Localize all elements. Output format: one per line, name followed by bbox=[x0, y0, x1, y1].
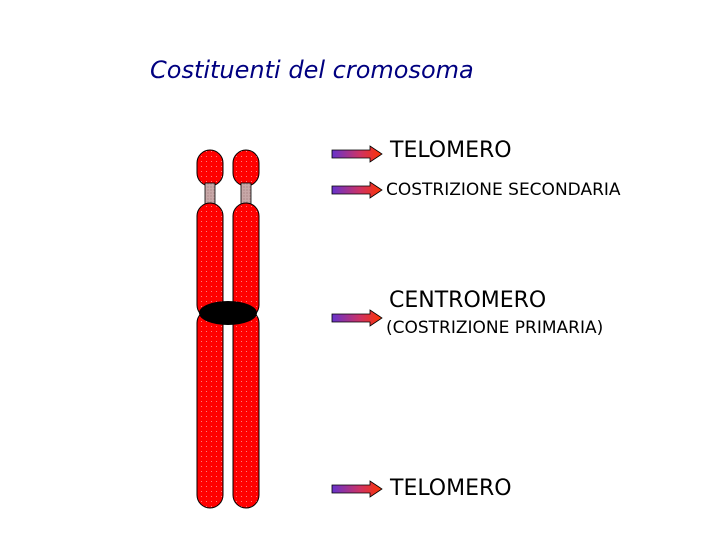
satellite-left bbox=[196, 149, 224, 187]
centromere-shape bbox=[199, 301, 257, 325]
secondary-constriction-left bbox=[204, 182, 216, 206]
secondary-constriction-right bbox=[240, 182, 252, 206]
short-arm-right bbox=[232, 202, 260, 319]
arrow-right-icon bbox=[331, 145, 383, 163]
satellite-right bbox=[232, 149, 260, 187]
long-arm-right bbox=[232, 309, 260, 509]
arrow-right-icon bbox=[331, 309, 383, 327]
label-primary-constriction: (COSTRIZIONE PRIMARIA) bbox=[386, 318, 604, 338]
chromatid-right bbox=[232, 149, 260, 509]
label-centromere: CENTROMERO bbox=[389, 288, 547, 313]
arrow-right-icon bbox=[331, 181, 383, 199]
label-telomere-top: TELOMERO bbox=[390, 138, 512, 163]
arrow-right-icon bbox=[331, 480, 383, 498]
page-title: Costituenti del cromosoma bbox=[150, 56, 474, 84]
label-secondary-constriction: COSTRIZIONE SECONDARIA bbox=[386, 180, 621, 200]
label-telomere-bottom: TELOMERO bbox=[390, 476, 512, 501]
chromatid-left bbox=[196, 149, 224, 509]
long-arm-left bbox=[196, 309, 224, 509]
short-arm-left bbox=[196, 202, 224, 319]
